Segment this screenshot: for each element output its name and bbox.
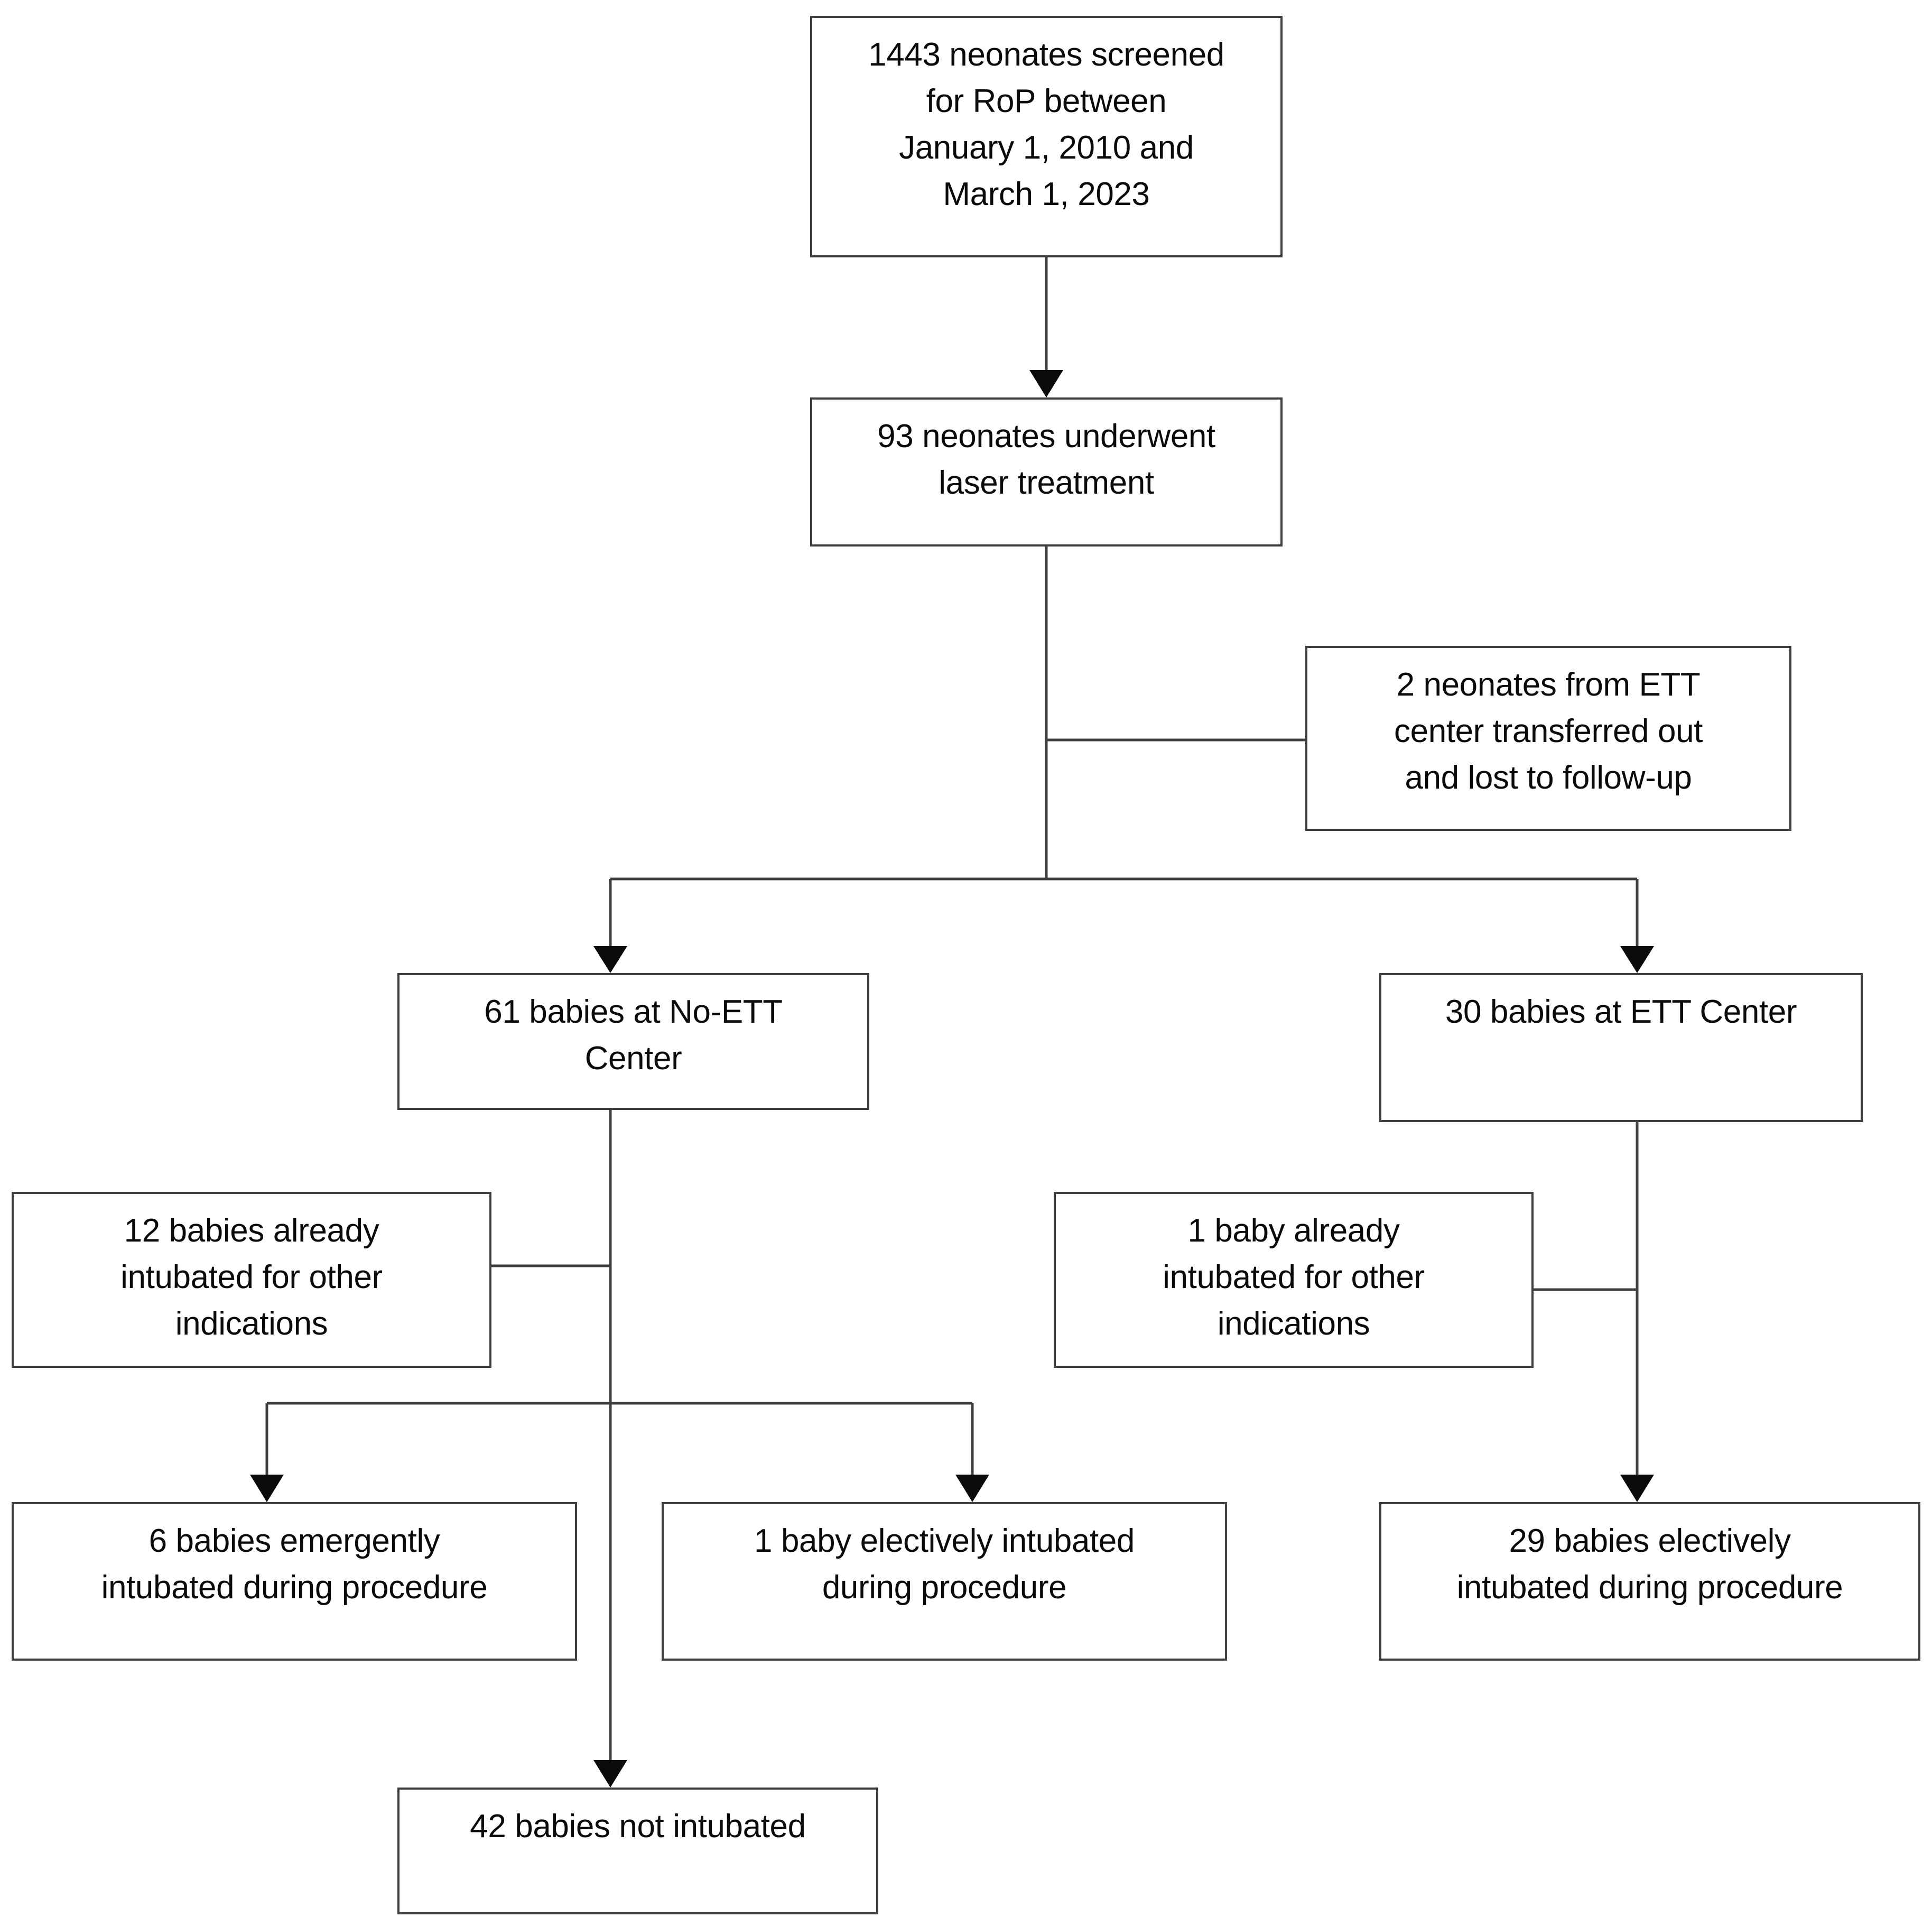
node-emergent-intubation-label: 6 babies emergently intubated during pro… (101, 1523, 488, 1606)
node-elective-intubation-no-ett-label: 1 baby electively intubated during proce… (754, 1523, 1135, 1606)
arrowhead-not-intubated (593, 1760, 627, 1788)
node-elective-intubation-ett-label: 29 babies electively intubated during pr… (1456, 1523, 1843, 1606)
node-no-ett-already-intubated-label: 12 babies already intubated for other in… (120, 1212, 383, 1342)
node-not-intubated: 42 babies not intubated (397, 1788, 878, 1914)
arrowhead-emergent-intubation (250, 1475, 284, 1502)
arrowhead-elective-intubation-ett (1620, 1475, 1654, 1502)
node-no-ett-already-intubated: 12 babies already intubated for other in… (12, 1192, 491, 1368)
node-transferred-out-label: 2 neonates from ETT center transferred o… (1394, 666, 1703, 797)
arrowhead-no-ett-center (593, 946, 627, 973)
node-screened-label: 1443 neonates screened for RoP between J… (868, 36, 1224, 213)
node-emergent-intubation: 6 babies emergently intubated during pro… (12, 1502, 577, 1661)
arrowhead-elective-intubation-no-ett (955, 1475, 989, 1502)
node-ett-already-intubated-label: 1 baby already intubated for other indic… (1163, 1212, 1425, 1342)
arrowhead-laser (1029, 370, 1063, 397)
arrowhead-ett-center (1620, 946, 1654, 973)
node-laser-treatment-label: 93 neonates underwent laser treatment (877, 418, 1215, 502)
node-not-intubated-label: 42 babies not intubated (470, 1808, 806, 1845)
node-ett-center-label: 30 babies at ETT Center (1445, 994, 1797, 1030)
node-ett-center: 30 babies at ETT Center (1379, 973, 1863, 1122)
node-elective-intubation-no-ett: 1 baby electively intubated during proce… (662, 1502, 1227, 1661)
node-ett-already-intubated: 1 baby already intubated for other indic… (1054, 1192, 1534, 1368)
node-transferred-out: 2 neonates from ETT center transferred o… (1305, 646, 1791, 831)
node-elective-intubation-ett: 29 babies electively intubated during pr… (1379, 1502, 1920, 1661)
node-laser-treatment: 93 neonates underwent laser treatment (810, 397, 1283, 547)
node-no-ett-center: 61 babies at No-ETT Center (397, 973, 869, 1110)
node-no-ett-center-label: 61 babies at No-ETT Center (484, 994, 783, 1077)
node-screened: 1443 neonates screened for RoP between J… (810, 16, 1283, 257)
